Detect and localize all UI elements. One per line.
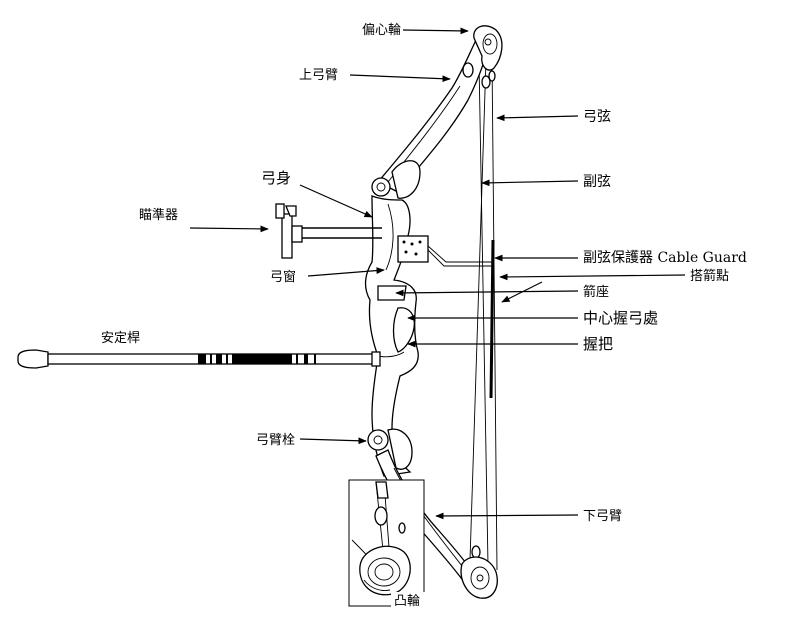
leader-cable bbox=[481, 179, 579, 187]
cable-guard-rod bbox=[489, 239, 495, 399]
leader-sight bbox=[189, 225, 269, 233]
leader-riser bbox=[299, 184, 373, 218]
label-lower-limb: 下弓臂 bbox=[583, 509, 622, 524]
label-limb-bolt: 弓臂栓 bbox=[256, 433, 295, 448]
leader-upper-limb bbox=[349, 74, 451, 83]
upper-limb-bolt bbox=[371, 160, 421, 199]
leader-arrow-rest bbox=[395, 289, 579, 297]
label-pivot-point: 中心握弓處 bbox=[583, 309, 658, 327]
leader-limb-bolt bbox=[299, 437, 367, 445]
bow-string bbox=[469, 57, 498, 571]
leader-nocking-point bbox=[499, 273, 686, 281]
stabilizer-rod bbox=[17, 349, 381, 369]
lower-cam-wheel bbox=[460, 556, 498, 599]
upper-cam-wheel bbox=[473, 25, 503, 89]
cable-guard-assembly bbox=[397, 235, 494, 267]
label-arrow-rest: 箭座 bbox=[583, 284, 609, 300]
label-grip: 握把 bbox=[583, 335, 613, 353]
label-cam-wheel: 偏心輪 bbox=[362, 22, 401, 38]
leader-lines bbox=[189, 27, 686, 520]
label-string: 弓弦 bbox=[583, 109, 611, 125]
label-sight: 瞄準器 bbox=[139, 207, 178, 223]
label-stabilizer: 安定桿 bbox=[101, 331, 140, 346]
sight-assembly bbox=[275, 203, 382, 259]
label-nocking-point: 搭箭點 bbox=[690, 268, 729, 284]
cam-inset bbox=[348, 479, 425, 607]
leader-string bbox=[496, 114, 579, 122]
label-sight-window: 弓窗 bbox=[270, 269, 296, 285]
label-upper-limb: 上弓臂 bbox=[299, 68, 338, 83]
leader-cam-wheel bbox=[402, 27, 469, 35]
label-cable: 副弦 bbox=[583, 174, 611, 190]
leader-sight-window bbox=[307, 267, 385, 277]
label-cam: 凸輪 bbox=[394, 593, 420, 609]
label-cable-guard: 副弦保護器 Cable Guard bbox=[583, 250, 747, 266]
label-riser: 弓身 bbox=[261, 169, 291, 187]
leader-lower-limb bbox=[435, 512, 579, 520]
